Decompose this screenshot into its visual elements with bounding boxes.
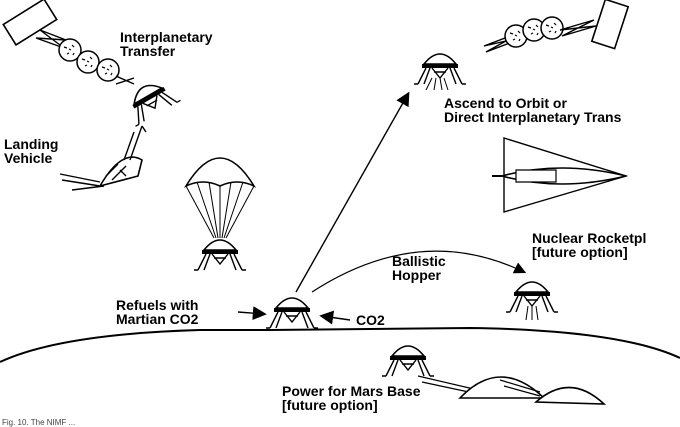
label-landing-vehicle: Landing Vehicle [4, 136, 59, 166]
interplanetary-transfer-vehicle [2, 0, 182, 128]
co2-arrow [319, 310, 351, 325]
label-co2: CO2 [356, 312, 385, 328]
hopper-lander [505, 281, 559, 321]
hopper-arrow [311, 250, 527, 293]
mars-surface [0, 326, 680, 363]
return-transfer-vehicle [483, 0, 630, 53]
power-lander [381, 345, 607, 405]
figure-caption: Fig. 10. The NIMF ... [2, 418, 78, 427]
label-ascend-to-orbit: Ascend to Orbit or Direct Interplanetary… [444, 95, 622, 125]
landing-vehicle [59, 125, 147, 191]
label-interplanetary-transfer: Interplanetary Transfer [120, 29, 213, 59]
label-power-for-mars-base: Power for Mars Base [future option] [282, 383, 421, 413]
ascent-arrow [295, 91, 410, 293]
nuclear-rocketplane [492, 137, 629, 213]
refueling-lander [265, 297, 319, 329]
refuel-arrow [237, 306, 267, 321]
ascending-vehicle [413, 53, 467, 91]
label-nuclear-rocketplane: Nuclear Rocketpl [future option] [532, 230, 647, 260]
label-refuels-with-co2: Refuels with Martian CO2 [116, 297, 199, 327]
label-ballistic-hopper: Ballistic Hopper [392, 253, 446, 283]
parachute-lander [183, 157, 257, 271]
